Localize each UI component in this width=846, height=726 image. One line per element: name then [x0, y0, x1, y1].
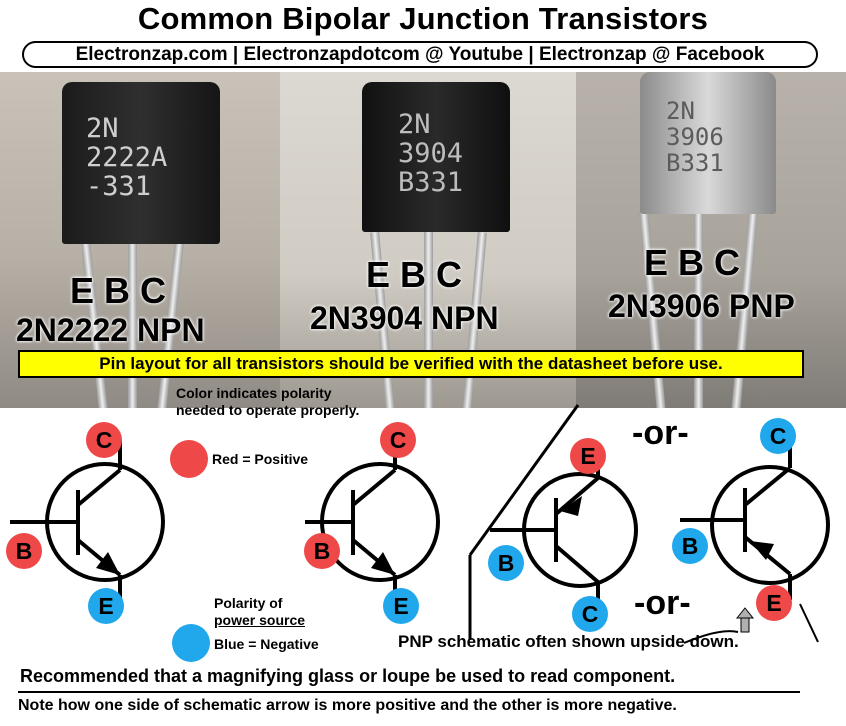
badge-collector-1: C: [86, 422, 122, 458]
byline-banner: Electronzap.com | Electronzapdotcom @ Yo…: [22, 41, 818, 68]
warning-banner: Pin layout for all transistors should be…: [18, 350, 804, 378]
badge-emitter-3: E: [570, 438, 606, 474]
part-name-2n3904: 2N3904 NPN: [310, 300, 499, 336]
divider-line-left: [468, 404, 580, 556]
blue-legend-dot: [172, 624, 210, 662]
pnp-upside-down-note: PNP schematic often shown upside down.: [398, 632, 739, 651]
pnp-symbol-2-upside-down: [680, 438, 830, 600]
red-legend-dot: [170, 440, 208, 478]
badge-emitter-2: E: [383, 588, 419, 624]
power-source-label: power source: [214, 612, 306, 628]
pointer-line: [799, 603, 819, 643]
polarity-label: Polarity of: [214, 595, 283, 611]
pin-labels-2n3906: E B C: [644, 242, 741, 283]
part-name-2n3906: 2N3906 PNP: [608, 288, 795, 324]
badge-collector-4: C: [760, 418, 796, 454]
or-label-bottom: -or-: [634, 584, 691, 622]
npn-symbol-1: [10, 440, 165, 605]
pin-labels-2n3904: E B C: [366, 254, 463, 295]
red-legend-label: Red = Positive: [212, 451, 309, 467]
up-arrow-head: [735, 607, 755, 619]
badge-base-2: B: [304, 533, 340, 569]
badge-collector-2: C: [380, 422, 416, 458]
badge-emitter-1: E: [88, 588, 124, 624]
note-pointer-curve: [683, 630, 739, 644]
footer-magnifier-note: Recommended that a magnifying glass or l…: [20, 666, 676, 686]
npn-symbol-2: [305, 440, 440, 605]
color-note: Color indicates polarity needed to opera…: [176, 385, 360, 418]
marking-2n3904: 2N 3904 B331: [398, 109, 464, 198]
badge-base-1: B: [6, 533, 42, 569]
marking-2n2222: 2N 2222A -331: [86, 113, 168, 202]
page-title: Common Bipolar Junction Transistors: [137, 1, 709, 36]
badge-base-3: B: [488, 545, 524, 581]
badge-emitter-4: E: [756, 585, 792, 621]
pnp-symbol-1: [490, 446, 638, 612]
blue-legend-label: Blue = Negative: [214, 636, 319, 652]
badge-collector-3: C: [572, 596, 608, 632]
badge-base-4: B: [672, 528, 708, 564]
marking-2n3906: 2N 3906 B331: [666, 97, 724, 177]
pin-labels-2n2222: E B C: [70, 270, 167, 311]
part-name-2n2222: 2N2222 NPN: [16, 312, 205, 348]
footer-arrow-note: Note how one side of schematic arrow is …: [18, 697, 677, 714]
or-label-top: -or-: [632, 414, 689, 452]
